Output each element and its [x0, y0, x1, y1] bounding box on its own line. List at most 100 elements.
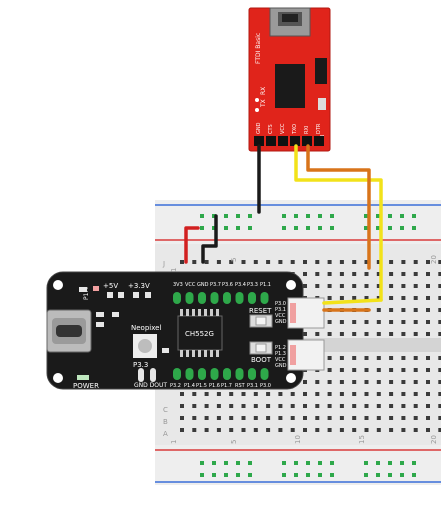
- breadboard-hole[interactable]: [364, 226, 368, 230]
- breadboard-hole[interactable]: [438, 272, 441, 276]
- breadboard-hole[interactable]: [426, 320, 430, 324]
- breadboard-hole[interactable]: [364, 416, 369, 420]
- reset-button-cap[interactable]: [255, 316, 267, 326]
- breadboard-hole[interactable]: [389, 284, 394, 288]
- breadboard-hole[interactable]: [438, 308, 441, 312]
- breadboard-hole[interactable]: [438, 260, 441, 264]
- breadboard-hole[interactable]: [253, 416, 258, 420]
- breadboard-hole[interactable]: [426, 428, 430, 432]
- breadboard-hole[interactable]: [330, 473, 334, 477]
- breadboard-hole[interactable]: [192, 428, 197, 432]
- breadboard-hole[interactable]: [266, 260, 271, 264]
- breadboard-hole[interactable]: [388, 473, 392, 477]
- breadboard-hole[interactable]: [339, 260, 344, 264]
- breadboard-hole[interactable]: [266, 404, 271, 408]
- breadboard-hole[interactable]: [438, 368, 441, 372]
- breadboard-hole[interactable]: [306, 214, 310, 218]
- breadboard-hole[interactable]: [438, 296, 441, 300]
- breadboard-hole[interactable]: [401, 284, 406, 288]
- breadboard-hole[interactable]: [401, 416, 406, 420]
- breadboard-hole[interactable]: [212, 226, 216, 230]
- breadboard-hole[interactable]: [401, 356, 406, 360]
- breadboard-hole[interactable]: [376, 380, 381, 384]
- breadboard-hole[interactable]: [364, 461, 368, 465]
- breadboard-hole[interactable]: [412, 461, 416, 465]
- breadboard-hole[interactable]: [294, 473, 298, 477]
- breadboard-hole[interactable]: [426, 332, 430, 336]
- breadboard-hole[interactable]: [352, 380, 357, 384]
- breadboard-hole[interactable]: [438, 380, 441, 384]
- breadboard-hole[interactable]: [253, 260, 258, 264]
- breadboard-hole[interactable]: [413, 356, 418, 360]
- breadboard-hole[interactable]: [339, 284, 344, 288]
- breadboard-hole[interactable]: [204, 404, 209, 408]
- breadboard-hole[interactable]: [412, 214, 416, 218]
- breadboard-hole[interactable]: [401, 428, 406, 432]
- boot-button-cap[interactable]: [255, 343, 267, 353]
- breadboard-hole[interactable]: [438, 428, 441, 432]
- breadboard-hole[interactable]: [294, 214, 298, 218]
- breadboard-hole[interactable]: [192, 260, 197, 264]
- breadboard-hole[interactable]: [327, 392, 332, 396]
- breadboard-hole[interactable]: [413, 308, 418, 312]
- breadboard-hole[interactable]: [426, 296, 430, 300]
- breadboard-hole[interactable]: [389, 356, 394, 360]
- breadboard-hole[interactable]: [376, 461, 380, 465]
- breadboard-hole[interactable]: [426, 356, 430, 360]
- breadboard-hole[interactable]: [413, 320, 418, 324]
- breadboard-hole[interactable]: [364, 320, 369, 324]
- breadboard-hole[interactable]: [318, 473, 322, 477]
- breadboard-hole[interactable]: [303, 416, 307, 420]
- breadboard-hole[interactable]: [229, 404, 234, 408]
- breadboard-hole[interactable]: [327, 416, 332, 420]
- breadboard-hole[interactable]: [327, 320, 332, 324]
- breadboard-hole[interactable]: [315, 332, 320, 336]
- breadboard-hole[interactable]: [339, 368, 344, 372]
- breadboard-hole[interactable]: [318, 226, 322, 230]
- breadboard-hole[interactable]: [315, 380, 320, 384]
- breadboard-hole[interactable]: [364, 368, 369, 372]
- breadboard-hole[interactable]: [389, 392, 394, 396]
- breadboard-hole[interactable]: [241, 428, 246, 432]
- breadboard-hole[interactable]: [389, 416, 394, 420]
- breadboard-hole[interactable]: [339, 380, 344, 384]
- breadboard-hole[interactable]: [303, 380, 307, 384]
- breadboard-hole[interactable]: [200, 214, 204, 218]
- breadboard-hole[interactable]: [352, 332, 357, 336]
- breadboard-hole[interactable]: [327, 332, 332, 336]
- breadboard-hole[interactable]: [327, 428, 332, 432]
- breadboard-hole[interactable]: [315, 260, 320, 264]
- breadboard-hole[interactable]: [412, 226, 416, 230]
- breadboard-hole[interactable]: [376, 392, 381, 396]
- breadboard-hole[interactable]: [229, 392, 234, 396]
- breadboard-hole[interactable]: [278, 416, 283, 420]
- breadboard-hole[interactable]: [352, 320, 357, 324]
- breadboard-hole[interactable]: [192, 392, 197, 396]
- breadboard-hole[interactable]: [426, 260, 430, 264]
- breadboard-hole[interactable]: [290, 404, 295, 408]
- breadboard-hole[interactable]: [294, 461, 298, 465]
- breadboard-hole[interactable]: [192, 416, 197, 420]
- breadboard-hole[interactable]: [388, 214, 392, 218]
- breadboard-hole[interactable]: [330, 461, 334, 465]
- breadboard-hole[interactable]: [253, 404, 258, 408]
- breadboard-hole[interactable]: [401, 404, 406, 408]
- breadboard-hole[interactable]: [303, 404, 307, 408]
- breadboard-hole[interactable]: [212, 214, 216, 218]
- breadboard-hole[interactable]: [318, 214, 322, 218]
- breadboard-hole[interactable]: [224, 214, 228, 218]
- breadboard-hole[interactable]: [352, 356, 357, 360]
- breadboard-hole[interactable]: [413, 284, 418, 288]
- breadboard-hole[interactable]: [327, 356, 332, 360]
- breadboard-hole[interactable]: [330, 214, 334, 218]
- breadboard-hole[interactable]: [339, 320, 344, 324]
- breadboard-hole[interactable]: [282, 461, 286, 465]
- breadboard-hole[interactable]: [389, 404, 394, 408]
- breadboard-hole[interactable]: [303, 428, 307, 432]
- breadboard-hole[interactable]: [401, 296, 406, 300]
- breadboard-hole[interactable]: [413, 380, 418, 384]
- breadboard-hole[interactable]: [364, 404, 369, 408]
- breadboard-hole[interactable]: [290, 392, 295, 396]
- breadboard-hole[interactable]: [352, 404, 357, 408]
- breadboard-hole[interactable]: [413, 404, 418, 408]
